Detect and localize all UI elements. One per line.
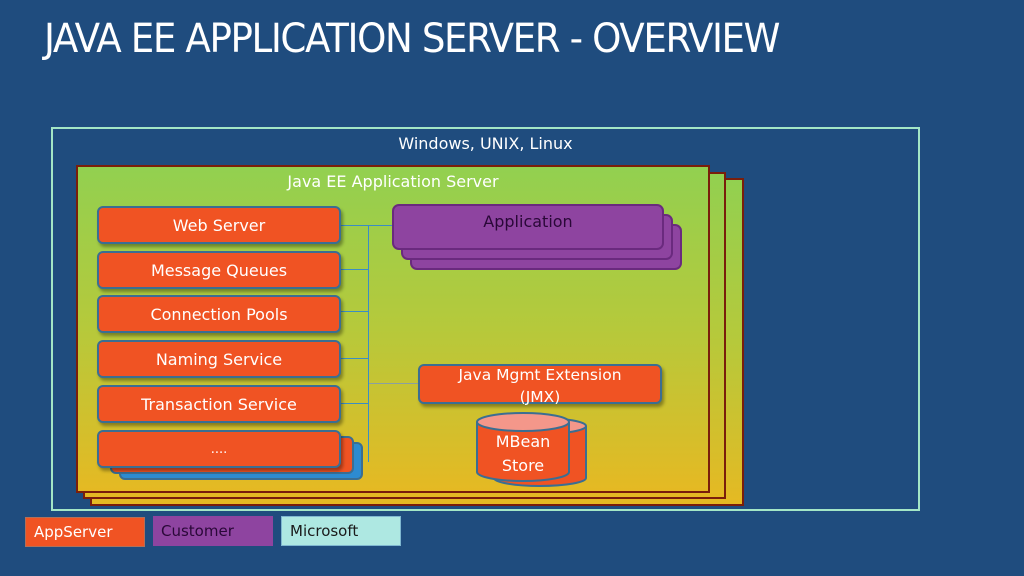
service-naming-service: Naming Service (97, 340, 341, 378)
service-message-queues: Message Queues (97, 251, 341, 289)
service-label: Web Server (172, 215, 266, 235)
application-label: Application (483, 212, 573, 231)
service-label: Naming Service (155, 349, 283, 369)
app-server-label: Java EE Application Server (287, 172, 499, 191)
legend-label: AppServer (34, 523, 113, 541)
service-label: Transaction Service (141, 394, 297, 414)
connector-transaction-service (341, 403, 369, 404)
jmx-label: Java Mgmt Extension (JMX) (418, 364, 662, 408)
service-label: Message Queues (150, 260, 288, 280)
legend-microsoft: Microsoft (281, 516, 401, 546)
service-transaction-service: Transaction Service (97, 385, 341, 423)
service-label: Connection Pools (150, 304, 288, 324)
service-more: .... (97, 430, 341, 468)
connector-naming-service (341, 358, 369, 359)
service-web-server: Web Server (97, 206, 341, 244)
mbean-label-line2: Store (501, 456, 545, 475)
jmx-box (418, 364, 662, 404)
mbean-label-line1: MBean (495, 432, 551, 451)
connector-connection-pools (341, 311, 369, 312)
legend-label: Microsoft (290, 522, 359, 540)
legend-appserver: AppServer (25, 517, 145, 547)
mbean-store-label: MBean Store (477, 430, 569, 478)
connector-web-server (341, 225, 393, 226)
mbean-store-cylinder (476, 412, 587, 487)
os-platform-label: Windows, UNIX, Linux (398, 134, 573, 153)
os-platform-frame (51, 127, 920, 511)
connector-jmx (369, 383, 419, 384)
jmx-label-line2: (JMX) (519, 388, 561, 406)
slide-title: JAVA EE APPLICATION SERVER - OVERVIEW (44, 16, 780, 62)
service-label: .... (210, 441, 228, 457)
legend-customer: Customer (153, 516, 273, 546)
legend-label: Customer (161, 522, 234, 540)
jmx-label-line1: Java Mgmt Extension (458, 366, 622, 384)
service-connection-pools: Connection Pools (97, 295, 341, 333)
application-box (392, 204, 664, 250)
mbean-store-cylinder-front (476, 412, 570, 482)
connector-vertical (368, 225, 369, 462)
connector-message-queues (341, 269, 369, 270)
